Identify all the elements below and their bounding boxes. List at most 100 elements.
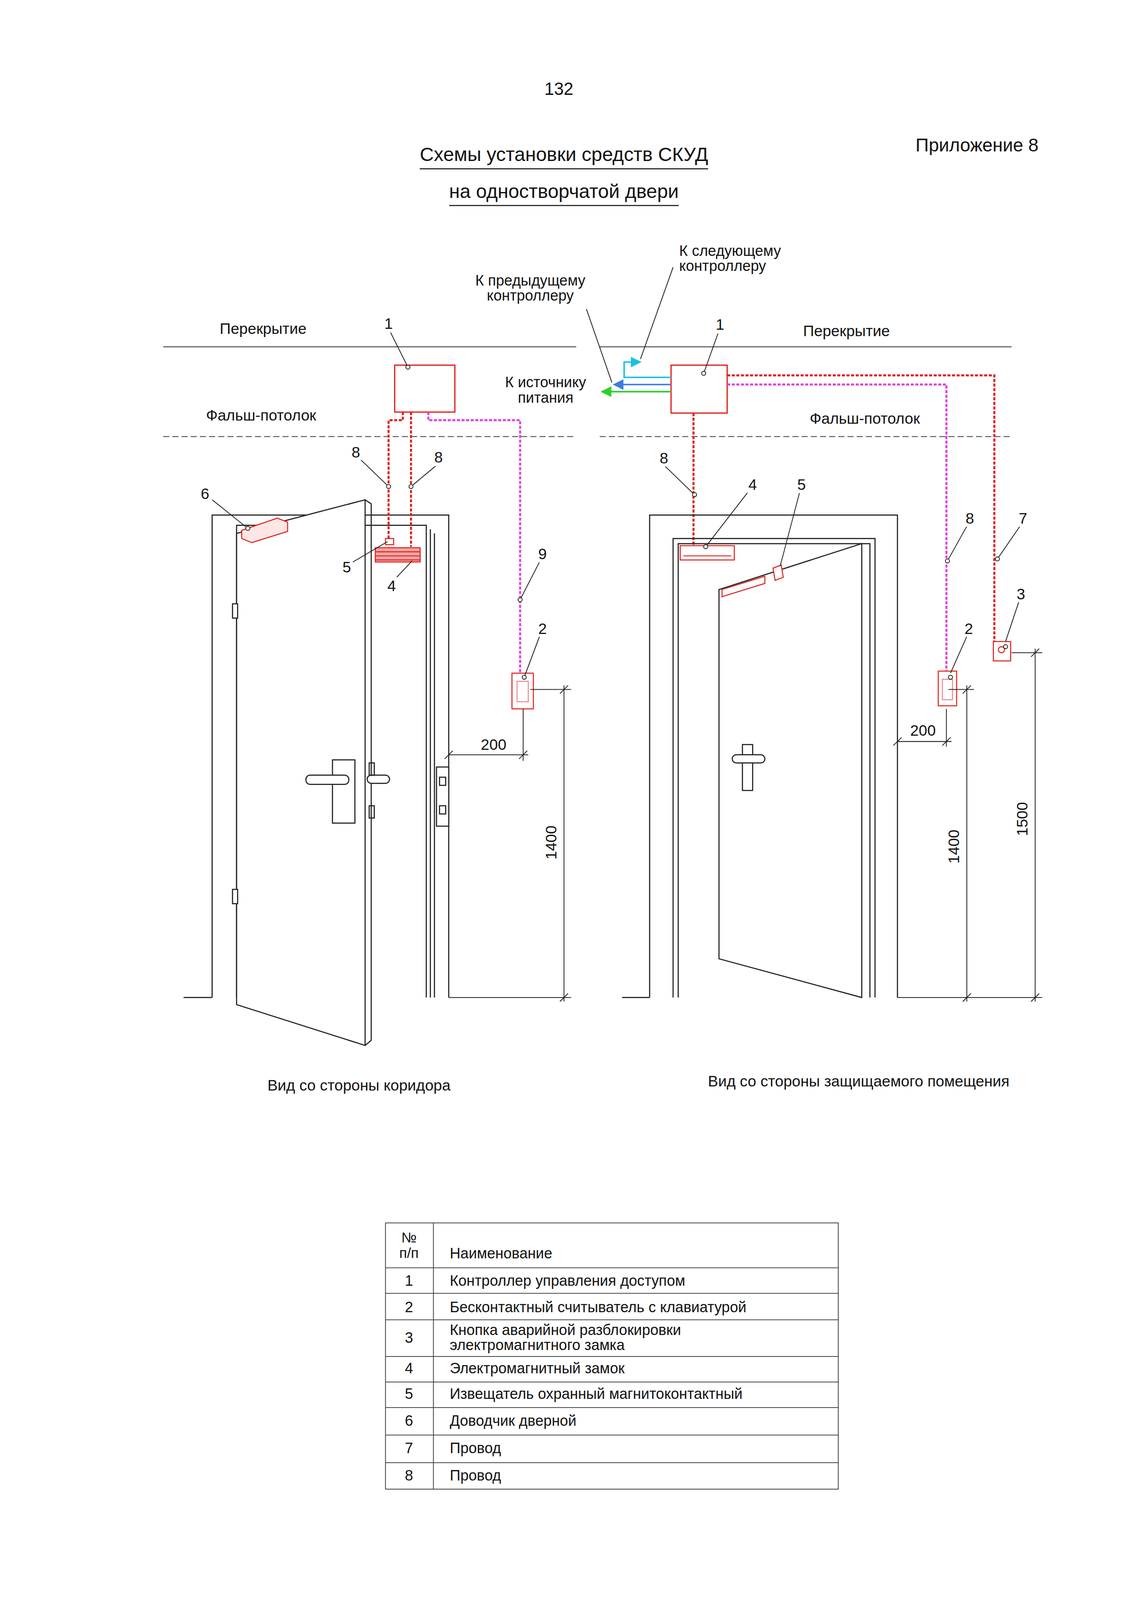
door-right [622, 514, 898, 998]
magnetic-lock-part [375, 551, 421, 561]
leader-line-part [390, 332, 408, 368]
level-label: Фальш-потолок [808, 409, 921, 428]
signal-label: К следующему контроллеру [678, 243, 808, 275]
door-closer-part [241, 518, 288, 543]
table-cell: Электромагнитный замок [448, 1359, 626, 1377]
slab-line-part [599, 346, 1012, 348]
leader-line-part [586, 309, 613, 383]
signal-label: К предыдущему контроллеру [462, 273, 598, 305]
door-left-part [430, 529, 435, 998]
callout-number: 4 [386, 576, 397, 595]
leader-dot-part [522, 674, 527, 680]
leader-line-part [1005, 601, 1019, 642]
wire [388, 375, 995, 642]
exit-button [993, 641, 1011, 661]
callout-number: 3 [1015, 584, 1027, 603]
door-left-part [306, 775, 349, 785]
door-left-part [236, 499, 366, 1046]
view-caption: Вид со стороны коридора [266, 1076, 452, 1095]
page-number: 132 [543, 79, 575, 100]
level-label: Фальш-потолок [204, 406, 317, 425]
leader-line-part [947, 526, 967, 561]
callout-number: 8 [658, 449, 670, 467]
door-left-part [232, 603, 238, 618]
callout-number: 5 [341, 558, 353, 576]
controller-part [670, 365, 727, 414]
table-cell: № п/п [392, 1230, 426, 1261]
callout-number: 8 [350, 442, 362, 461]
table-cell: Провод [448, 1467, 503, 1484]
appendix-label: Приложение 8 [914, 135, 1040, 157]
level-label: Перекрытие [218, 319, 308, 338]
dimension: 1500 [1012, 800, 1031, 837]
leader-line-part [523, 636, 540, 677]
dimension-line-part [448, 754, 529, 756]
magnetic-lock-part [385, 538, 394, 545]
view-caption: Вид со стороны защищаемого помещения [706, 1072, 1011, 1090]
false-ceiling-line-part [163, 435, 577, 437]
page-title: Схемы установки средств СКУД на одноство… [418, 136, 710, 211]
reader-wire-part [428, 411, 520, 673]
wire-part [409, 411, 412, 547]
table-cell: 4 [403, 1359, 415, 1377]
callout-number: 8 [964, 509, 976, 528]
door-right-part [673, 538, 876, 998]
legend-table-part [385, 1267, 839, 1463]
leader-dot-part [945, 558, 950, 563]
leader-line-part [703, 333, 718, 374]
wire-part [388, 411, 403, 539]
leader-line-part [361, 460, 389, 487]
leader-line-part [705, 492, 748, 547]
magnetic-lock-part [721, 575, 765, 597]
dimension: 1400 [944, 828, 963, 865]
wire-part [692, 413, 695, 546]
leader-line-part [396, 560, 413, 578]
dimension-line-part [962, 685, 971, 1002]
leader-line-part [212, 499, 248, 529]
door-left-part [365, 499, 372, 1046]
door-closer [241, 518, 288, 543]
dimension-line [444, 648, 1043, 1002]
dimension-line-part [563, 685, 565, 1002]
false-ceiling-line-part [599, 435, 1012, 437]
dimension-line-part [948, 689, 975, 691]
leader-line-part [950, 636, 967, 674]
reader-wire [428, 384, 947, 674]
callout-number: 5 [796, 475, 807, 494]
callout-number: 1 [714, 315, 726, 334]
leader-line-part [997, 526, 1020, 560]
leader-dot-part [701, 371, 706, 376]
slab-line-part [163, 346, 577, 348]
magnetic-lock [375, 538, 421, 562]
signal-arrow-part [601, 390, 671, 393]
dimension-line-part [897, 741, 952, 742]
leader-dot-part [386, 484, 391, 489]
door-left-part [232, 889, 238, 904]
leader-line-part [640, 267, 674, 359]
door-right-part [732, 754, 766, 763]
magnetic-lock-part [683, 555, 732, 557]
legend-table [385, 1222, 839, 1489]
dimension: 1400 [541, 824, 560, 861]
level-label: Перекрытие [802, 321, 892, 340]
legend-table-part [385, 1222, 839, 1489]
table-cell: Бесконтактный считыватель с клавиатурой [448, 1298, 748, 1316]
signal-arrow-part [613, 383, 671, 385]
door-left-part [439, 805, 446, 815]
table-cell: 6 [403, 1411, 415, 1429]
leader-line-part [664, 466, 695, 495]
dimension-line-part [1031, 648, 1040, 1002]
door-left-part [369, 805, 375, 819]
leader-dot [245, 365, 1008, 680]
callout-number: 2 [963, 619, 975, 638]
door-left [183, 499, 449, 1046]
dimension-line-part [560, 685, 569, 1002]
leader-dot-part [703, 544, 708, 549]
door-left-part [436, 767, 449, 827]
signal-arrow-part [624, 362, 672, 378]
leader-dot-part [245, 526, 250, 531]
door-right-part [719, 543, 862, 998]
dimension-line-part [530, 689, 571, 691]
